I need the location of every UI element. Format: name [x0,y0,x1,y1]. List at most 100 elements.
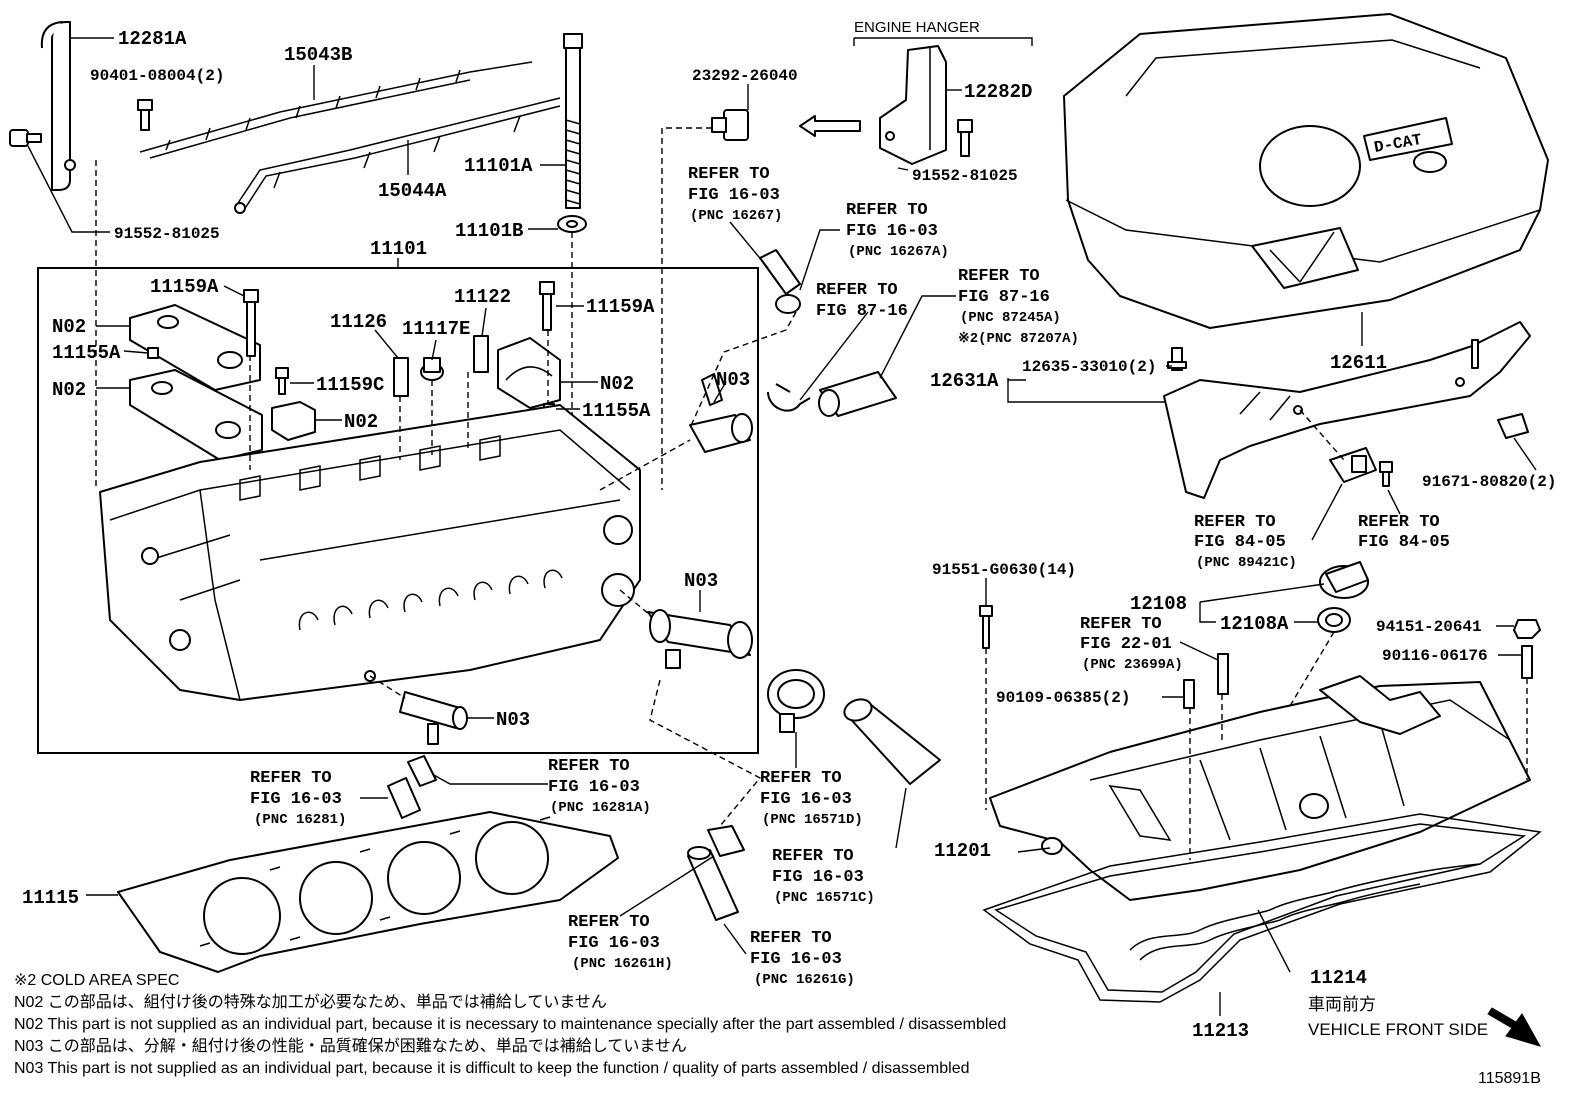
hose-16281 [387,777,421,819]
svg-text:(PNC 16267A): (PNC 16267A) [848,244,949,260]
cam-bearing-cap-N02-small [271,401,316,441]
ref-pnc-16281A: REFER TO FIG 16-03 (PNC 16281A) [548,757,651,816]
bolt-90401 [137,99,153,131]
svg-text:(PNC 23699A): (PNC 23699A) [1082,657,1183,673]
bolt-91552-hanger [957,119,973,157]
svg-text:REFER TO: REFER TO [1080,615,1162,634]
stud-23699A [1217,653,1229,695]
clamp-87-16 [767,383,811,412]
label-11115: 11115 [22,887,79,909]
head-bolt-11101A [563,33,583,209]
svg-text:(PNC 16261H): (PNC 16261H) [572,956,673,972]
label-90401: 90401-08004(2) [90,67,224,85]
svg-text:※2(PNC 87207A): ※2(PNC 87207A) [958,331,1079,347]
note-n03-japanese: N03 この部品は、分解・組付け後の性能・品質確保が困難なため、単品では補給して… [14,1038,687,1055]
ref-pnc-16261G: REFER TO FIG 16-03 (PNC 16261G) [750,929,855,988]
label-11101B: 11101B [455,220,523,242]
ref-pnc-89421C: REFER TO FIG 84-05 (PNC 89421C) [1194,513,1297,571]
ref-pnc-16571D: REFER TO FIG 16-03 (PNC 16571D) [760,769,863,828]
oil-filler-cap-12108 [1319,561,1369,599]
label-11122: 11122 [454,286,511,308]
nut-94151 [1513,619,1541,639]
label-11159A-right: 11159A [586,296,655,318]
bolt-91671-upper [1497,413,1529,439]
stud-90109 [1183,679,1195,709]
note-n03-english: N03 This part is not supplied as an indi… [14,1060,970,1077]
label-11214: 11214 [1310,967,1367,989]
vehicle-front-side-label: 車両前方 VEHICLE FRONT SIDE [1308,992,1488,1042]
note-cold-area-spec: ※2 COLD AREA SPEC [14,972,180,989]
note-n02-english: N02 This part is not supplied as an indi… [14,1016,1007,1033]
label-11101A: 11101A [464,155,533,177]
svg-text:REFER TO: REFER TO [1194,513,1276,532]
harness-clamp-15044A [234,97,561,214]
cylinder-head [99,404,641,701]
ref-fig-87-16: REFER TO FIG 87-16 [816,281,908,321]
harness-clamp-15043B [139,61,533,159]
label-N03-1: N03 [716,369,750,391]
cam-cap-N02-right [497,337,561,409]
label-90116: 90116-06176 [1382,647,1488,665]
vehicle-front-arrow-icon [1487,1007,1542,1047]
label-11117E: 11117E [402,318,470,340]
part-23292-26040 [711,109,749,141]
svg-text:(PNC 16261G): (PNC 16261G) [754,972,855,988]
vehicle-front-english: VEHICLE FRONT SIDE [1308,1020,1489,1039]
svg-text:REFER TO: REFER TO [846,201,928,220]
engine-hanger-12281A [40,21,76,191]
svg-text:FIG 16-03: FIG 16-03 [250,790,342,809]
insert-11122 [473,335,489,373]
svg-text:(PNC 16571D): (PNC 16571D) [762,812,863,828]
svg-text:FIG 22-01: FIG 22-01 [1080,635,1172,654]
label-90109: 90109-06385(2) [996,689,1130,707]
label-91552-left: 91552-81025 [114,225,220,243]
label-11159A-left: 11159A [150,276,219,298]
clamp-16267A [775,294,801,314]
stud-90116 [1521,645,1533,679]
label-12635: 12635-33010(2) [1022,358,1156,376]
sensor-89421C [1329,447,1377,483]
ref-pnc-16281: REFER TO FIG 16-03 (PNC 16281) [250,769,346,828]
svg-text:REFER TO: REFER TO [958,267,1040,286]
svg-text:FIG 16-03: FIG 16-03 [688,186,780,205]
label-12281A: 12281A [118,28,187,50]
clamp-16571D [767,669,825,733]
svg-text:(PNC 16281A): (PNC 16281A) [550,800,651,816]
label-23292: 23292-26040 [692,67,798,85]
footnotes: ※2 COLD AREA SPEC N02 この部品は、組付け後の特殊な加工が必… [14,970,1214,1080]
bolt-91551 [979,605,993,649]
svg-text:(PNC 16571C): (PNC 16571C) [774,890,875,906]
svg-text:REFER TO: REFER TO [1358,513,1440,532]
hose-16267 [759,249,801,295]
label-94151: 94151-20641 [1376,618,1482,636]
label-N02-2: N02 [52,379,86,401]
label-91551: 91551-G0630(14) [932,561,1076,579]
head-gasket-11115 [117,811,619,973]
label-11155A-left: 11155A [52,342,121,364]
label-11159C: 11159C [316,374,384,396]
water-fitting-N03-lower [399,691,468,745]
washer-11101B [557,215,587,233]
figure-id: 115891B [1478,1070,1541,1087]
sleeve-11126 [393,357,409,397]
label-11126: 11126 [330,311,387,333]
ref-pnc-23699A: REFER TO FIG 22-01 (PNC 23699A) [1080,615,1183,673]
svg-text:FIG 84-05: FIG 84-05 [1358,533,1450,552]
vehicle-front-japanese: 車両前方 [1308,995,1376,1014]
svg-text:FIG 16-03: FIG 16-03 [772,868,864,887]
cam-cap-lower-N02 [129,369,263,461]
svg-text:REFER TO: REFER TO [816,281,898,300]
cover-gasket-11213 [982,813,1542,1003]
label-12108A: 12108A [1220,613,1289,635]
label-11101: 11101 [370,238,427,260]
bolt-91671 [1379,461,1393,487]
svg-text:(PNC 16267): (PNC 16267) [690,208,782,224]
label-N02-3: N02 [344,411,378,433]
engine-cover-12611: D-CAT [1063,13,1549,329]
label-12631A: 12631A [930,370,999,392]
ref-pnc-16571C: REFER TO FIG 16-03 (PNC 16571C) [772,847,875,906]
ref-fig-84-05: REFER TO FIG 84-05 [1358,513,1450,552]
ref-pnc-16267: REFER TO FIG 16-03 (PNC 16267) [688,165,782,224]
bolt-11159C [275,367,289,395]
